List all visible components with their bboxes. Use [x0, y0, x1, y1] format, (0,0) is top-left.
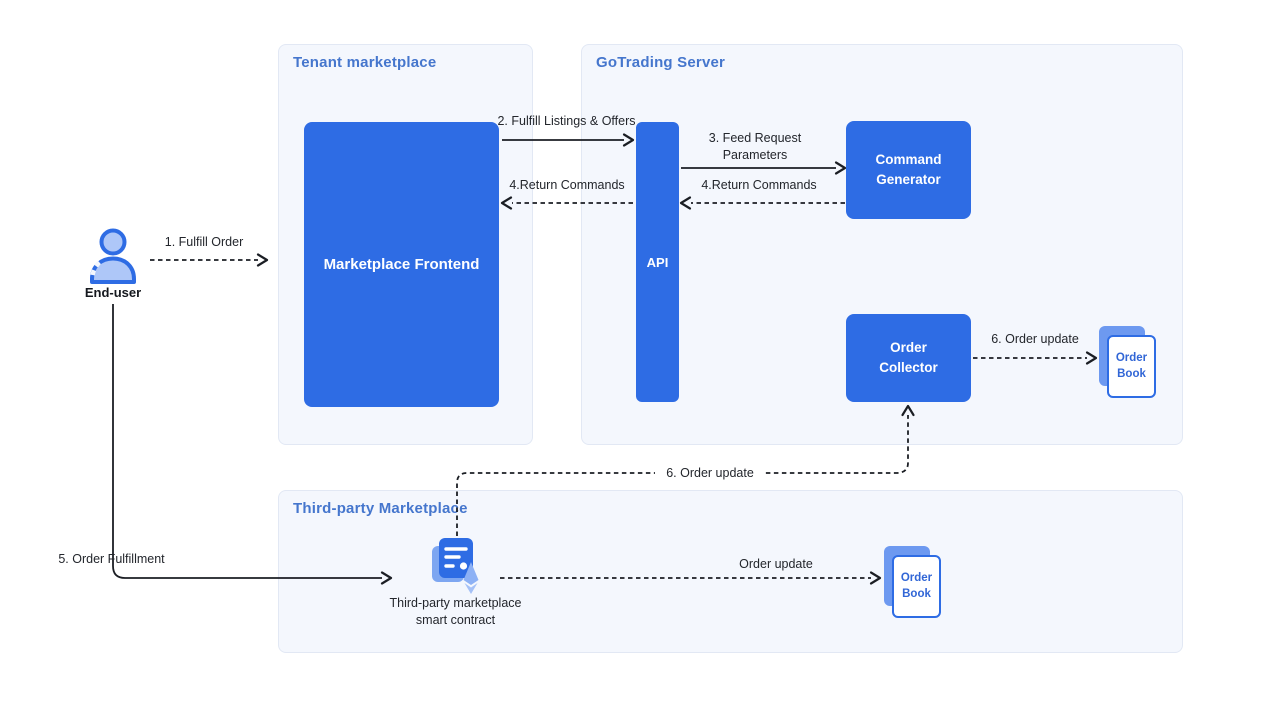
order-book-server-label: Order Book — [1115, 351, 1148, 380]
order-book-server: Order Book — [1099, 326, 1157, 398]
group-title-tenant: Tenant marketplace — [293, 54, 437, 71]
node-marketplace-frontend: Marketplace Frontend — [304, 122, 499, 407]
order-book-front-sheet: Order Book — [892, 555, 941, 618]
node-order-collector: Order Collector — [846, 314, 971, 402]
edge-label-feed-request-parameters: 3. Feed Request Parameters — [708, 131, 802, 162]
edge-label-return-commands-api: 4.Return Commands — [701, 178, 817, 192]
node-api: API — [636, 122, 679, 402]
node-order-collector-label: Order Collector — [879, 339, 938, 375]
edge-label-fulfill-order: 1. Fulfill Order — [164, 235, 244, 249]
order-book-front-sheet: Order Book — [1107, 335, 1156, 398]
group-title-gotrading: GoTrading Server — [596, 54, 726, 71]
end-user-label: End-user — [84, 285, 142, 300]
order-book-thirdparty-label: Order Book — [900, 571, 933, 600]
order-book-thirdparty: Order Book — [884, 546, 942, 618]
edge-label-order-update-collector: 6. Order update — [655, 465, 765, 482]
edge-label-order-fulfillment: 5. Order Fulfillment — [58, 552, 165, 566]
end-user-icon — [90, 228, 136, 284]
edge-label-return-commands-frontend: 4.Return Commands — [509, 178, 625, 192]
smart-contract-label: Third-party marketplace smart contract — [389, 596, 522, 627]
arrowhead-icon — [256, 253, 269, 267]
node-api-label: API — [646, 254, 669, 270]
node-command-generator-label: Command Generator — [875, 151, 942, 187]
edge-label-order-update-thirdparty: Order update — [739, 557, 813, 571]
edge-label-fulfill-listings-offers: 2. Fulfill Listings & Offers — [497, 114, 636, 128]
node-marketplace-frontend-label: Marketplace Frontend — [323, 256, 480, 273]
group-title-thirdparty: Third-party Marketplace — [293, 500, 468, 517]
edge-label-order-update-book: 6. Order update — [991, 332, 1079, 346]
node-command-generator: Command Generator — [846, 121, 971, 219]
